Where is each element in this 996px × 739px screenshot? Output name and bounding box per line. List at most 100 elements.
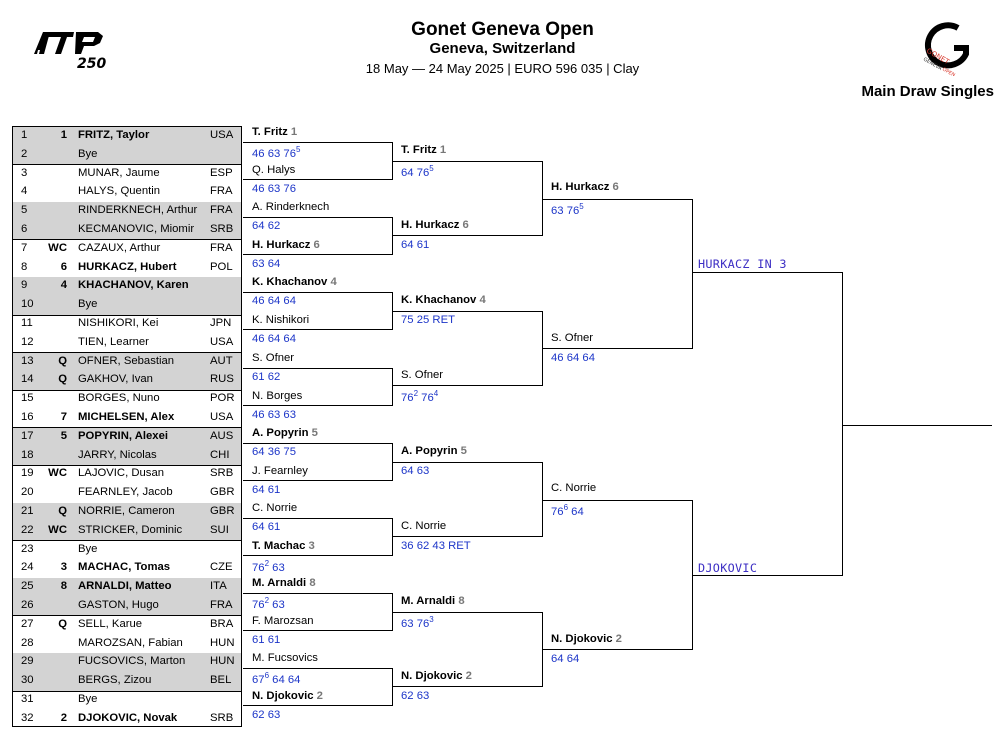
- bracket-player-name: C. Norrie: [401, 519, 447, 532]
- score-text: 46 64 64: [551, 352, 595, 364]
- score-text: 64 64: [269, 674, 301, 687]
- player-seed: WC: [48, 523, 67, 536]
- score-text: 46 63 76: [252, 183, 296, 195]
- player-name: MACHAC, Tomas: [78, 561, 171, 574]
- draw-position: 29: [21, 655, 34, 668]
- bracket-player: H. Hurkacz 6: [252, 239, 320, 251]
- player-name: HURKACZ, Hubert: [78, 260, 177, 273]
- draw-position: 11: [21, 317, 33, 329]
- bracket-player: H. Hurkacz 6: [551, 181, 619, 193]
- draw-position: 27: [21, 617, 34, 630]
- bracket-player-name: S. Ofner: [551, 332, 594, 344]
- draw-position: 7: [21, 241, 28, 254]
- draw-position: 22: [21, 523, 34, 536]
- match-score: 64 64: [551, 653, 579, 665]
- tiebreak-score: 6: [563, 502, 569, 512]
- bracket-player-name: H. Hurkacz: [252, 239, 311, 252]
- player-country: HUN: [210, 655, 235, 668]
- bracket-player: N. Djokovic 2: [401, 670, 472, 682]
- match-score: 46 63 765: [252, 145, 300, 160]
- score-text: 63: [269, 599, 285, 612]
- player-name: Bye: [78, 147, 98, 160]
- match-score: 62 63: [401, 690, 429, 702]
- draw-position: 23: [21, 542, 34, 555]
- bracket-player: A. Rinderknech: [252, 201, 329, 213]
- pair-divider: [13, 464, 241, 466]
- draw-position: 18: [21, 448, 34, 461]
- match-score: 63 765: [551, 202, 584, 217]
- score-text: 62 63: [252, 709, 281, 722]
- r2-connector: [392, 461, 543, 537]
- score-text: 75 25 RET: [401, 314, 456, 327]
- pair-divider: [13, 164, 241, 166]
- player-name: LAJOVIC, Dusan: [78, 467, 165, 480]
- draw-position: 12: [21, 335, 34, 348]
- player-seed: Q: [58, 354, 67, 367]
- match-score: 61 62: [252, 371, 280, 383]
- svg-text:OPEN: OPEN: [941, 67, 956, 76]
- player-country: SRB: [210, 223, 234, 235]
- bracket-player: C. Norrie: [551, 482, 596, 494]
- final-line: [842, 425, 992, 426]
- player-name: JARRY, Nicolas: [78, 448, 157, 461]
- score-text: 63 64: [252, 258, 281, 271]
- bracket-player-name: H. Hurkacz: [401, 219, 460, 231]
- draw-position: 5: [21, 204, 28, 217]
- bracket-player: T. Fritz 1: [401, 144, 446, 156]
- qf-connector: [542, 499, 693, 650]
- draw-position: 20: [21, 486, 34, 499]
- score-text: 36 62 43 RET: [401, 539, 471, 552]
- bracket-player-name: N. Djokovic: [252, 690, 314, 703]
- bracket-player-name: N. Djokovic: [401, 670, 463, 683]
- qf-connector: [542, 199, 693, 349]
- bracket-player: S. Ofner: [401, 369, 443, 381]
- bracket-player-name: A. Rinderknech: [252, 201, 330, 214]
- player-country: GBR: [210, 486, 235, 499]
- score-text: 61 62: [252, 370, 281, 383]
- score-text: 62 63: [401, 690, 430, 703]
- player-name: FUCSOVICS, Marton: [78, 655, 186, 668]
- match-score: 64 62: [252, 220, 280, 232]
- player-country: SUI: [210, 523, 229, 536]
- player-country: CZE: [210, 561, 233, 574]
- bracket-player-name: M. Arnaldi: [252, 577, 307, 590]
- player-country: POR: [210, 392, 235, 405]
- match-score: 64 36 75: [252, 446, 296, 458]
- player-seed: Q: [58, 373, 67, 386]
- score-text: 46 64 64: [252, 333, 296, 346]
- player-country: FRA: [210, 204, 233, 217]
- player-name: MAROZSAN, Fabian: [78, 636, 183, 649]
- bracket-player-name: H. Hurkacz: [551, 181, 610, 193]
- player-seed: WC: [48, 241, 67, 254]
- player-name: RINDERKNECH, Arthur: [78, 204, 198, 217]
- player-seed: 2: [60, 711, 67, 724]
- semifinal-winner-bottom: DJOKOVIC: [698, 561, 758, 575]
- bracket-player-name: S. Ofner: [401, 369, 444, 382]
- bracket-player: N. Djokovic 2: [252, 690, 323, 702]
- bracket-player-name: N. Djokovic: [551, 632, 613, 645]
- sf-connector: [692, 272, 843, 576]
- player-name: NORRIE, Cameron: [78, 505, 175, 517]
- player-country: HUN: [210, 636, 235, 649]
- player-country: CHI: [210, 448, 230, 461]
- player-seed: 5: [60, 429, 67, 442]
- score-text: 64 62: [252, 220, 281, 233]
- bracket-player-seed: 4: [327, 276, 337, 289]
- r2-connector: [392, 161, 543, 236]
- score-text: 67: [252, 674, 265, 687]
- score-text: 63 76: [401, 618, 430, 631]
- bracket-player-seed: 5: [457, 444, 467, 457]
- player-name: Bye: [78, 542, 98, 555]
- tiebreak-score: 5: [429, 164, 434, 173]
